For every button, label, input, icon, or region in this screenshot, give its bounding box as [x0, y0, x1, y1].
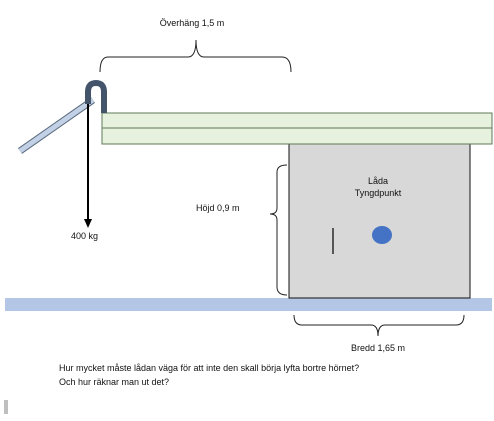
width-brace — [293, 314, 465, 337]
load-label: 400 kg — [71, 231, 99, 241]
box — [288, 143, 471, 299]
corner-mark — [4, 400, 8, 414]
load-arrow-icon — [84, 219, 92, 228]
question-line-1: Hur mycket måste lådan väga för att inte… — [59, 363, 360, 373]
center-of-gravity-dot — [372, 226, 392, 244]
box-title-label: Låda — [367, 176, 389, 186]
plank-top-strip — [101, 112, 493, 129]
height-brace — [269, 164, 288, 296]
overhang-brace — [99, 39, 292, 73]
center-of-gravity-label: Tyngdpunkt — [354, 188, 402, 198]
plank-bottom-strip — [101, 127, 493, 145]
question-line-2: Och hur räknar man ut det? — [59, 377, 170, 387]
lever-arm — [17, 97, 96, 154]
height-label: Höjd 0,9 m — [196, 203, 240, 213]
hook-icon — [85, 79, 107, 113]
ground — [5, 298, 492, 311]
width-label: Bredd 1,65 m — [351, 343, 406, 353]
overhang-label: Överhäng 1,5 m — [159, 18, 225, 28]
